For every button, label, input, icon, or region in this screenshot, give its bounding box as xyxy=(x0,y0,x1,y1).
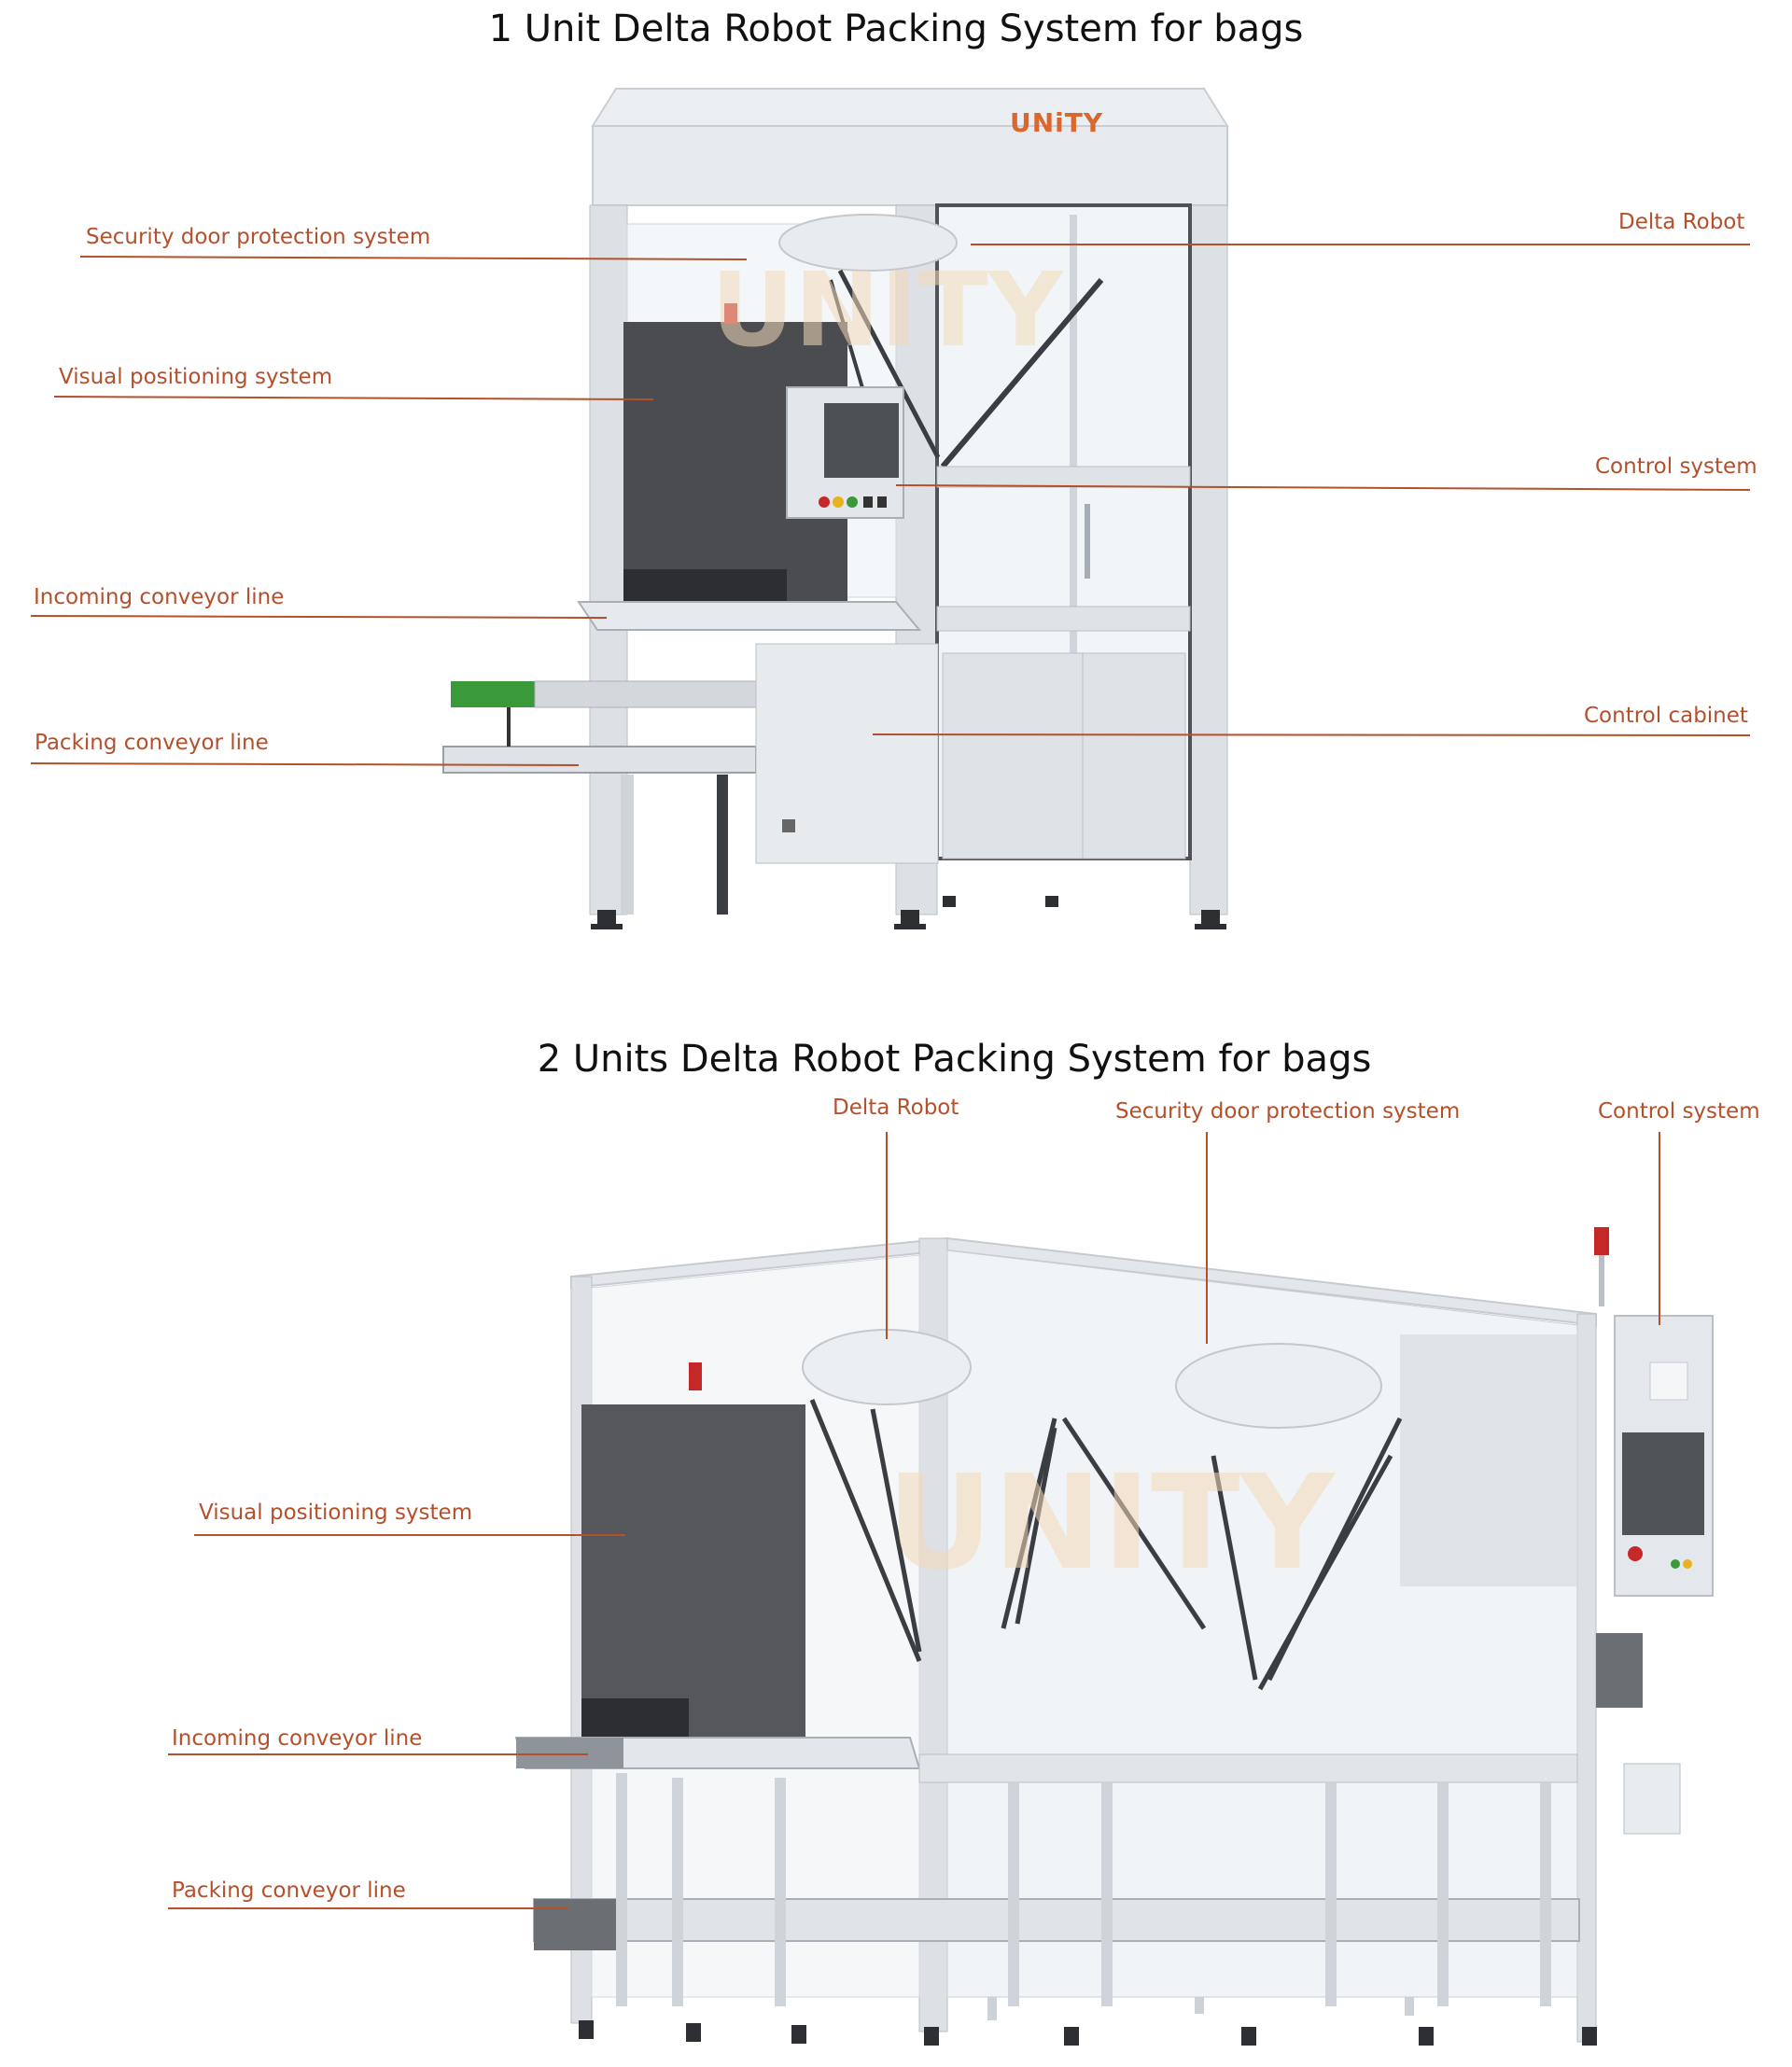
svg-text:UNITY: UNITY xyxy=(711,250,1064,370)
bottom-robot-arms xyxy=(809,1399,1403,1691)
bottom-packing-conveyor xyxy=(533,1898,1580,1942)
top-machine-illustration: UNITY xyxy=(30,88,1751,929)
bottom-diagram-title: 2 Units Delta Robot Packing System for b… xyxy=(537,1038,1372,1081)
top-label-control-system: Control system xyxy=(1595,454,1757,479)
bottom-control-screen xyxy=(1622,1432,1704,1535)
top-label-packing-conveyor: Packing conveyor line xyxy=(35,731,269,755)
top-leader-lines xyxy=(30,244,1751,766)
top-shelf-lower xyxy=(936,606,1191,632)
top-brand-logo: UNiTY xyxy=(1010,107,1104,138)
top-label-security-door: Security door protection system xyxy=(86,225,431,249)
bottom-label-visual-positioning: Visual positioning system xyxy=(199,1501,473,1525)
bottom-visual-positioning-box xyxy=(581,1404,805,1740)
top-diagram-title: 1 Unit Delta Robot Packing System for ba… xyxy=(488,7,1304,50)
top-feet xyxy=(591,896,1226,929)
top-incoming-conveyor xyxy=(577,601,922,631)
bottom-side-panel xyxy=(1596,1633,1643,1708)
top-label-incoming-conveyor: Incoming conveyor line xyxy=(34,585,285,609)
top-green-guide xyxy=(451,681,535,707)
top-label-delta-robot: Delta Robot xyxy=(1618,210,1745,234)
bottom-legs xyxy=(616,1773,1551,2006)
top-packing-conveyor xyxy=(442,746,757,774)
bottom-label-incoming-conveyor: Incoming conveyor line xyxy=(172,1726,423,1751)
bottom-label-packing-conveyor: Packing conveyor line xyxy=(172,1878,406,1903)
bottom-feet xyxy=(579,2020,1597,2046)
top-label-control-cabinet: Control cabinet xyxy=(1584,704,1748,728)
bottom-leader-lines xyxy=(168,1132,1660,1909)
bottom-delta-robot-2 xyxy=(1175,1343,1382,1429)
top-delta-robot-base xyxy=(778,214,958,272)
bottom-sensor-red xyxy=(689,1362,702,1390)
bottom-label-delta-robot: Delta Robot xyxy=(833,1096,959,1120)
top-label-visual-positioning: Visual positioning system xyxy=(59,365,333,389)
top-shelf-upper xyxy=(936,466,1191,488)
bottom-label-control-system: Control system xyxy=(1598,1099,1760,1124)
svg-text:UNITY: UNITY xyxy=(887,1447,1336,1599)
top-header-panel xyxy=(592,125,1228,206)
bottom-signal-tower xyxy=(1594,1227,1609,1255)
top-control-screen xyxy=(824,403,899,478)
bottom-delta-robot-1 xyxy=(802,1329,972,1405)
bottom-label-security-door: Security door protection system xyxy=(1115,1099,1461,1124)
top-sensor-red xyxy=(724,303,737,324)
